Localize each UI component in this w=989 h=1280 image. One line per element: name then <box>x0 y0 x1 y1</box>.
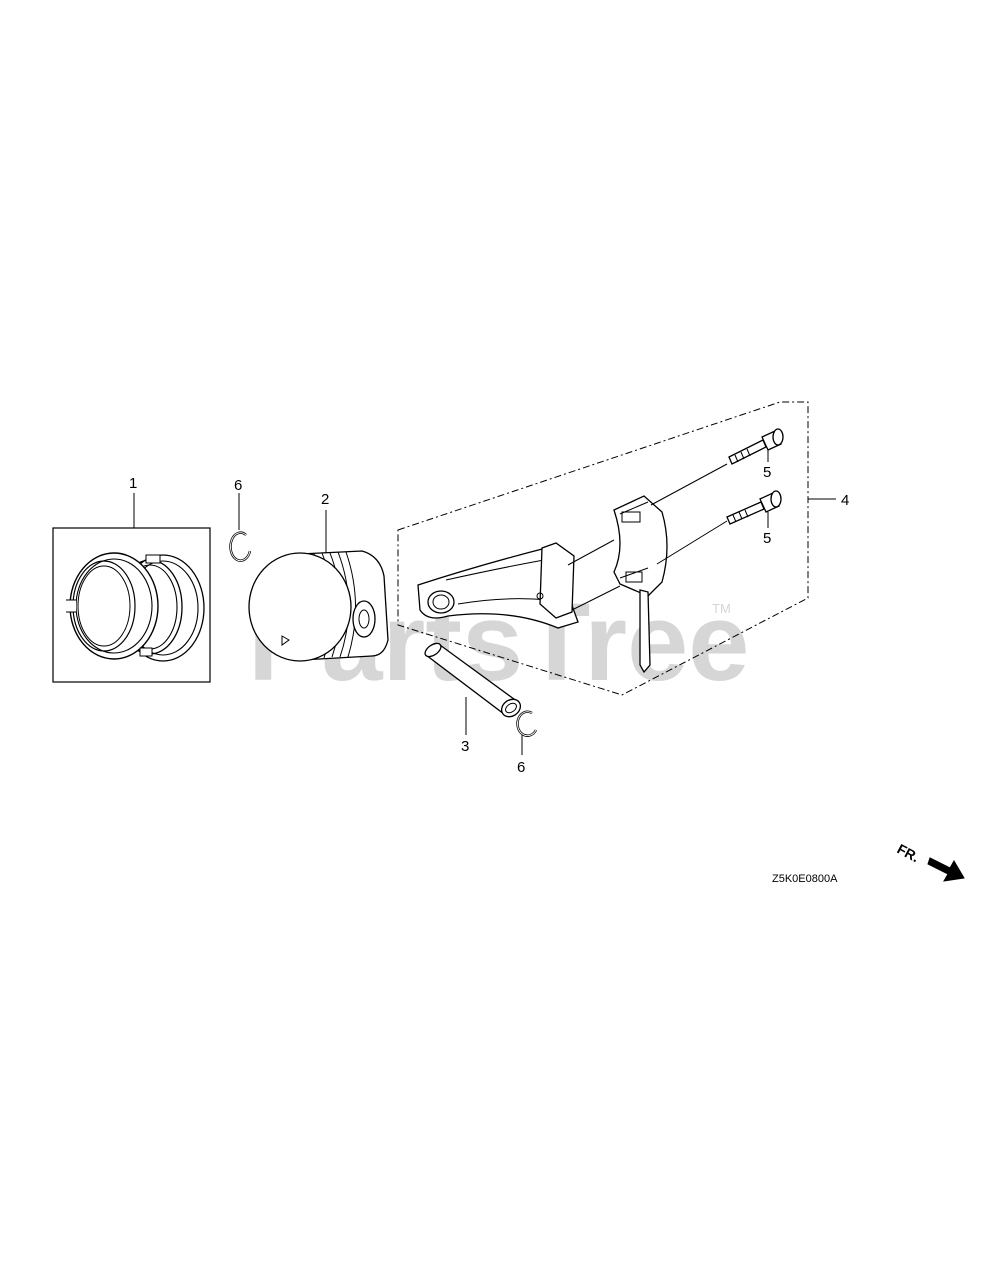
piston-pin[interactable] <box>423 641 524 735</box>
callout-5-upper[interactable]: 5 <box>763 464 771 481</box>
piston-drawing <box>248 550 389 662</box>
connecting-rod-box <box>397 401 809 696</box>
callout-3[interactable]: 3 <box>461 738 469 755</box>
piston-rings-drawing <box>66 552 205 662</box>
front-direction-indicator: FR. <box>895 841 965 882</box>
callout-1[interactable]: 1 <box>129 475 137 492</box>
piston-rings-box <box>52 527 211 683</box>
piston-pin-drawing <box>424 642 522 718</box>
piston[interactable] <box>248 510 389 662</box>
front-direction-label: FR. <box>895 841 922 866</box>
rod-bolt-upper-drawing <box>728 428 784 465</box>
callout-2[interactable]: 2 <box>321 491 329 508</box>
diagram-code: Z5K0E0800A <box>772 873 838 885</box>
callout-6-lower[interactable]: 6 <box>517 759 525 776</box>
piston-rings-group[interactable] <box>52 493 211 683</box>
pin-clip-lower[interactable] <box>516 710 538 755</box>
rod-bolt-upper[interactable] <box>728 428 784 465</box>
front-direction-arrow-icon <box>927 857 965 882</box>
callout-6-upper[interactable]: 6 <box>234 477 242 494</box>
connecting-rod-drawing <box>417 495 668 674</box>
rod-bolt-lower-drawing <box>726 490 782 525</box>
pin-clip-upper[interactable] <box>229 493 252 562</box>
callout-5-lower[interactable]: 5 <box>763 530 771 547</box>
rod-bolt-lower[interactable] <box>726 490 782 528</box>
watermark-trademark: TM <box>712 601 731 616</box>
connecting-rod-assembly[interactable] <box>397 401 836 696</box>
callout-4[interactable]: 4 <box>841 492 849 509</box>
